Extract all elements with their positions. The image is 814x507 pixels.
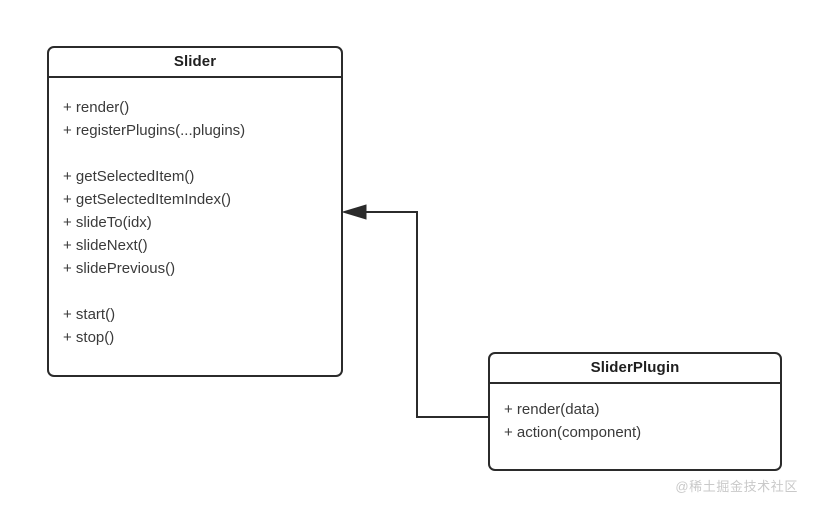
- class-member: + getSelectedItemIndex(): [63, 191, 232, 208]
- class-member: + slidePrevious(): [63, 260, 176, 277]
- member-group: + start() + stop(): [49, 303, 341, 349]
- member-group: + getSelectedItem() + getSelectedItemInd…: [49, 165, 341, 280]
- class-member: + slideNext(): [63, 237, 148, 254]
- class-member: + slideTo(idx): [63, 214, 152, 231]
- uml-class-title-sliderplugin: SliderPlugin: [490, 354, 780, 384]
- class-member: + registerPlugins(...plugins): [63, 122, 246, 139]
- class-member: + render(): [63, 99, 130, 116]
- watermark-text: @稀土掘金技术社区: [675, 479, 798, 494]
- uml-class-sliderplugin[interactable]: SliderPlugin + render(data) + action(com…: [488, 352, 782, 471]
- uml-class-slider[interactable]: Slider + render() + registerPlugins(...p…: [47, 46, 343, 377]
- arrow-line: [362, 211, 489, 418]
- uml-class-title-slider: Slider: [49, 48, 341, 78]
- uml-class-body-slider: + render() + registerPlugins(...plugins)…: [49, 78, 341, 349]
- member-group: + render() + registerPlugins(...plugins): [49, 96, 341, 142]
- uml-class-body-sliderplugin: + render(data) + action(component): [490, 384, 780, 444]
- member-group: + render(data) + action(component): [490, 398, 780, 444]
- arrowhead-icon: [341, 204, 367, 220]
- class-member: + start(): [63, 306, 116, 323]
- class-member: + stop(): [63, 329, 115, 346]
- class-member: + getSelectedItem(): [63, 168, 195, 185]
- class-member: + action(component): [504, 424, 642, 441]
- class-member: + render(data): [504, 401, 600, 418]
